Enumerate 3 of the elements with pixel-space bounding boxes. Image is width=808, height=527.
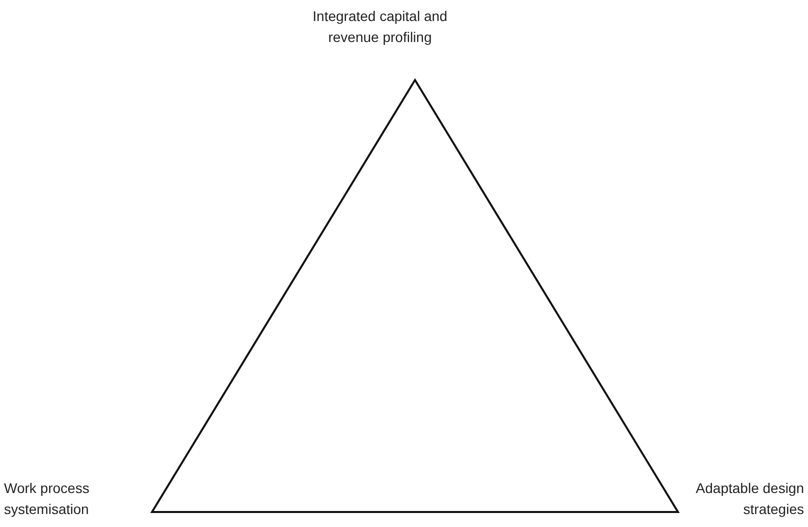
vertex-label: Adaptable design strategies xyxy=(694,479,804,519)
vertex-label: Work process systemisation xyxy=(4,479,90,519)
vertex-label: Integrated capital and revenue profiling xyxy=(312,7,448,47)
